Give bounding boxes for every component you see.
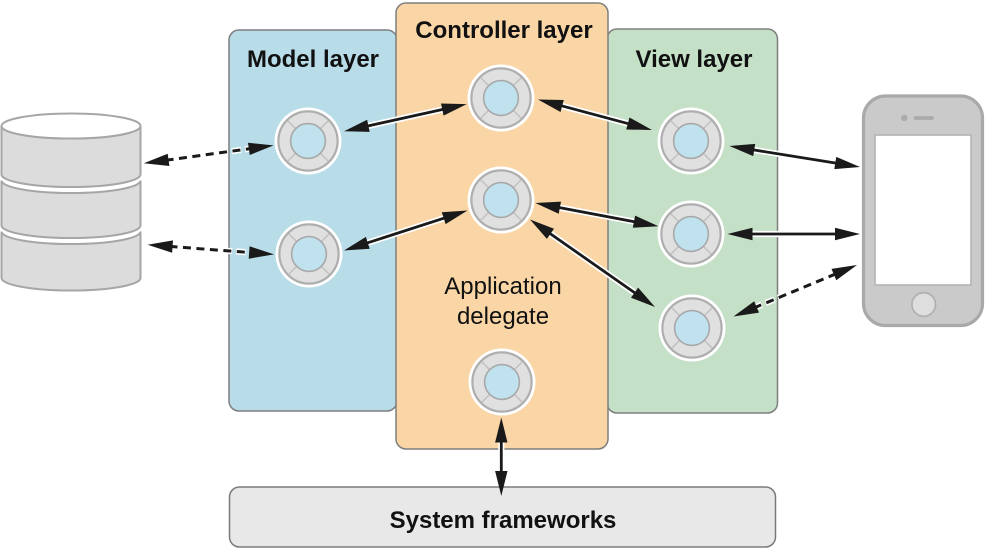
svg-text:System frameworks: System frameworks <box>390 507 617 534</box>
svg-text:delegate: delegate <box>457 303 549 330</box>
svg-text:Model layer: Model layer <box>247 46 379 73</box>
svg-text:View layer: View layer <box>636 46 753 73</box>
svg-text:Application: Application <box>444 273 561 300</box>
svg-text:Controller layer: Controller layer <box>415 17 592 44</box>
